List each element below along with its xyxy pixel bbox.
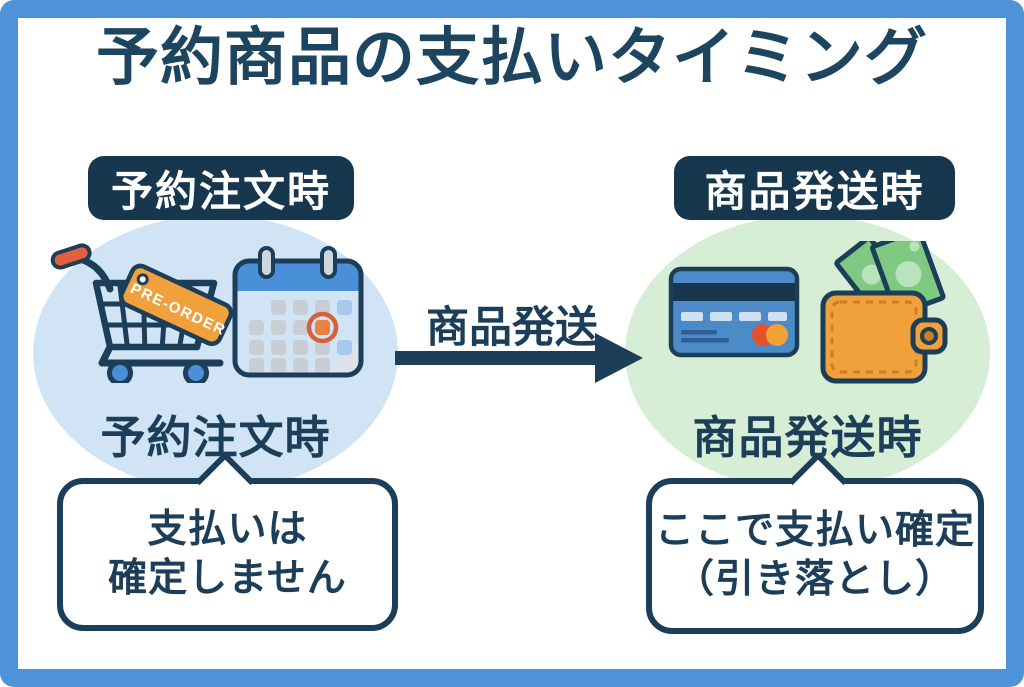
right-circle-label: 商品発送時	[692, 412, 923, 463]
arrow-label: 商品発送	[426, 304, 598, 352]
left-bubble-line2: 確定しません	[108, 556, 347, 600]
right-badge-shipping-time: 商品発送時	[674, 156, 955, 220]
right-bubble-line1: ここで支払い確定	[654, 509, 975, 553]
left-bubble-line1: 支払いは	[147, 507, 308, 551]
right-bubble-line2: （引き落とし）	[674, 558, 955, 601]
calendar-icon	[232, 246, 364, 378]
calendar-marked-day	[315, 320, 330, 335]
left-speech-bubble: 支払いは 確定しません	[57, 451, 398, 631]
preorder-tag-icon: PRE-ORDER	[118, 263, 234, 346]
wallet-icon	[820, 241, 948, 384]
left-circle-label: 予約注文時	[100, 412, 331, 463]
left-badge-preorder-time: 予約注文時	[88, 156, 354, 220]
shopping-cart-icon: PRE-ORDER	[50, 243, 234, 383]
credit-card-icon	[668, 266, 800, 358]
page-title: 予約商品の支払いタイミング	[96, 23, 928, 93]
right-speech-bubble: ここで支払い確定 （引き落とし）	[646, 451, 984, 634]
arrow-right-icon	[395, 333, 643, 383]
